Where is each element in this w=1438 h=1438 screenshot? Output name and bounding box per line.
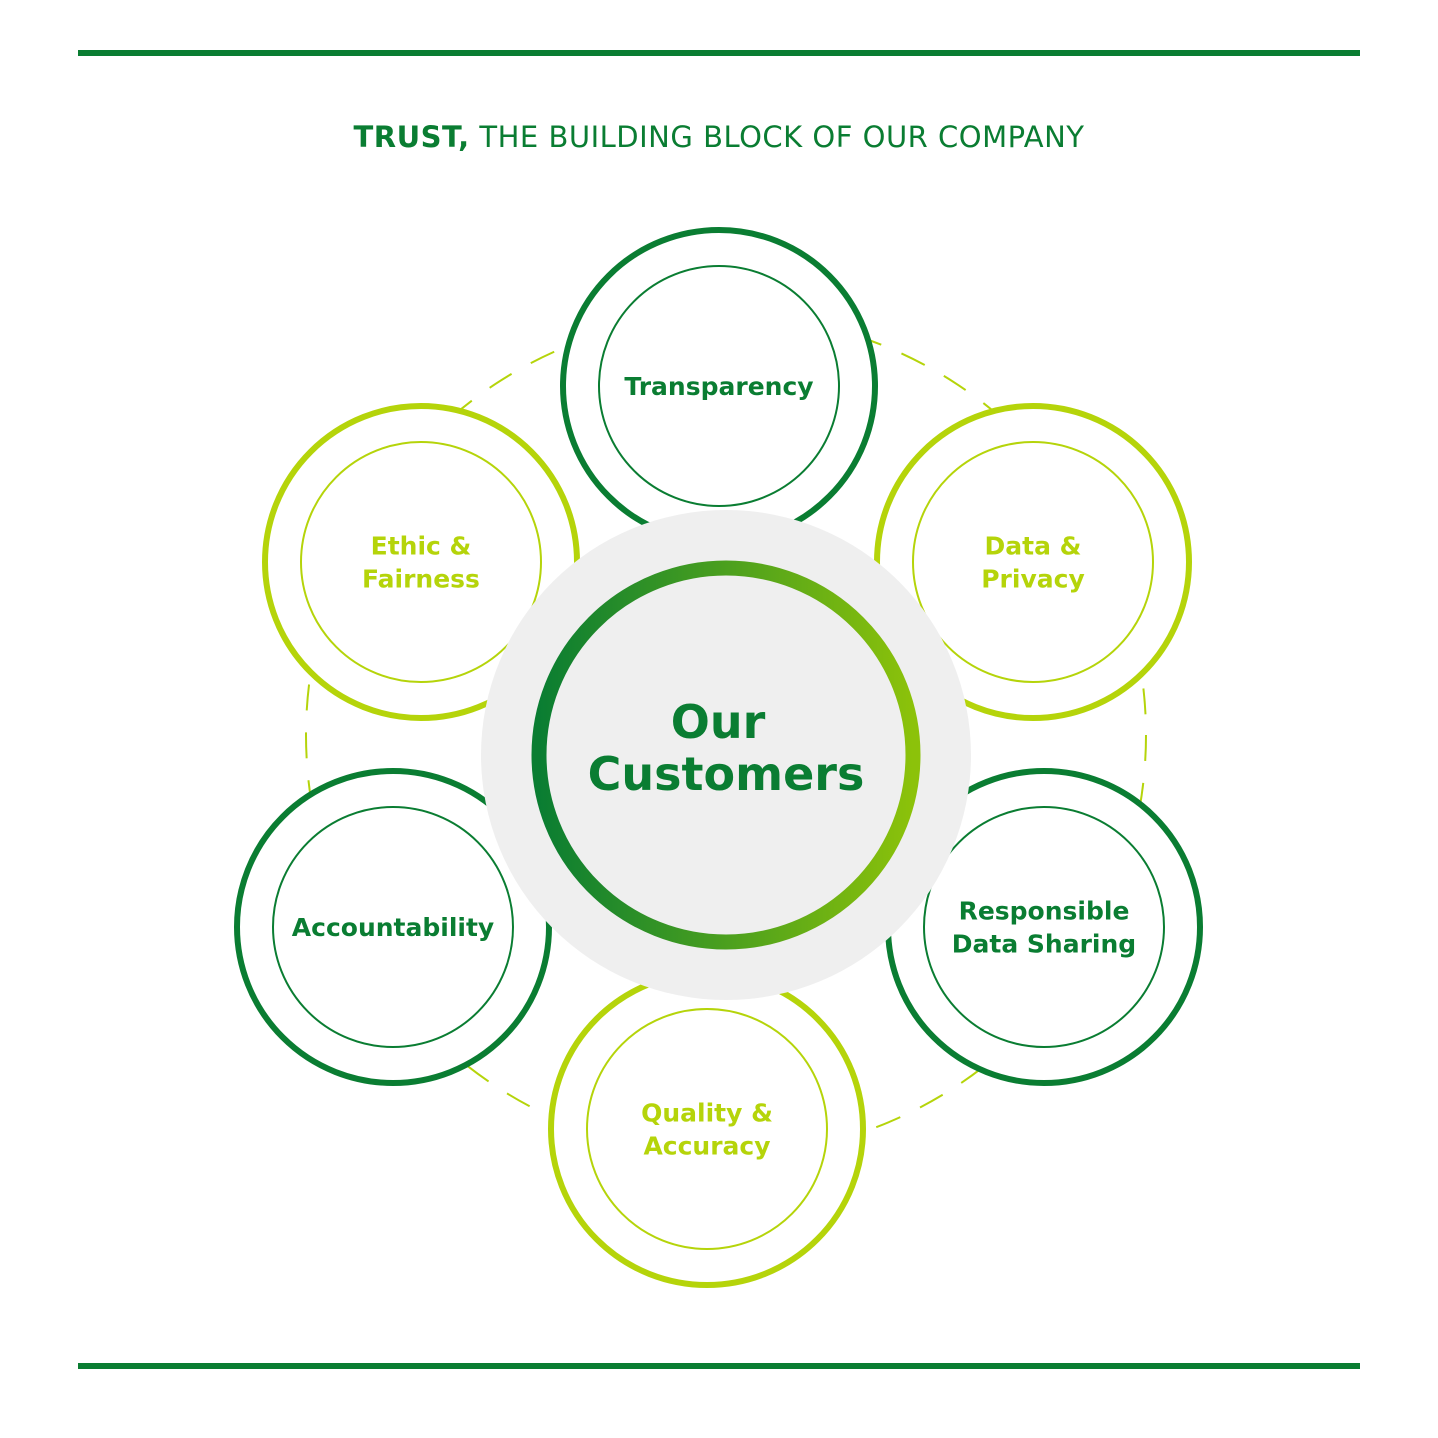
- center-label-line-2: Customers: [588, 747, 865, 801]
- node-outer-ring: [874, 403, 1192, 721]
- node-inner-ring: [923, 806, 1165, 1048]
- node-label-line: Transparency: [624, 372, 813, 401]
- node-label-line: Fairness: [362, 565, 480, 594]
- node-label-line: Ethic &: [371, 532, 472, 561]
- node-inner-ring: [598, 265, 840, 507]
- title-strong: TRUST,: [353, 120, 470, 154]
- top-divider: [78, 50, 1360, 56]
- node-label-line: Privacy: [981, 565, 1085, 594]
- node-inner-ring: [272, 806, 514, 1048]
- node-label-line: Accountability: [292, 913, 494, 942]
- center-label: Our Customers: [588, 695, 865, 801]
- center-disc: [481, 510, 971, 1000]
- center-label-line-1: Our: [671, 695, 766, 749]
- node-quality-accuracy: Quality & Accuracy: [548, 970, 866, 1288]
- node-label-line: Quality &: [641, 1099, 773, 1128]
- node-inner-ring: [300, 441, 542, 683]
- center-gradient-ring: [531, 560, 921, 950]
- node-transparency: Transparency: [560, 227, 878, 545]
- node-label-line: Data Sharing: [952, 930, 1136, 959]
- node-label: Accountability: [292, 913, 494, 942]
- node-label-line: Responsible: [959, 897, 1130, 926]
- node-label-line: Data &: [985, 532, 1082, 561]
- bottom-divider: [78, 1363, 1360, 1369]
- node-inner-ring: [912, 441, 1154, 683]
- node-outer-ring: [234, 768, 552, 1086]
- node-ethic-fairness: Ethic & Fairness: [262, 403, 580, 721]
- node-label-line: Accuracy: [643, 1132, 770, 1161]
- center-node: Our Customers: [481, 510, 971, 1000]
- node-label: Transparency: [624, 372, 813, 401]
- title-rest: THE BUILDING BLOCK OF OUR COMPANY: [479, 120, 1085, 154]
- page-title: TRUST, THE BUILDING BLOCK OF OUR COMPANY: [0, 120, 1438, 154]
- node-label: Quality & Accuracy: [641, 1099, 773, 1161]
- node-label: Ethic & Fairness: [362, 532, 480, 594]
- node-inner-ring: [586, 1008, 828, 1250]
- node-accountability: Accountability: [234, 768, 552, 1086]
- node-outer-ring: [548, 970, 866, 1288]
- node-data-privacy: Data & Privacy: [874, 403, 1192, 721]
- node-label: Data & Privacy: [981, 532, 1085, 594]
